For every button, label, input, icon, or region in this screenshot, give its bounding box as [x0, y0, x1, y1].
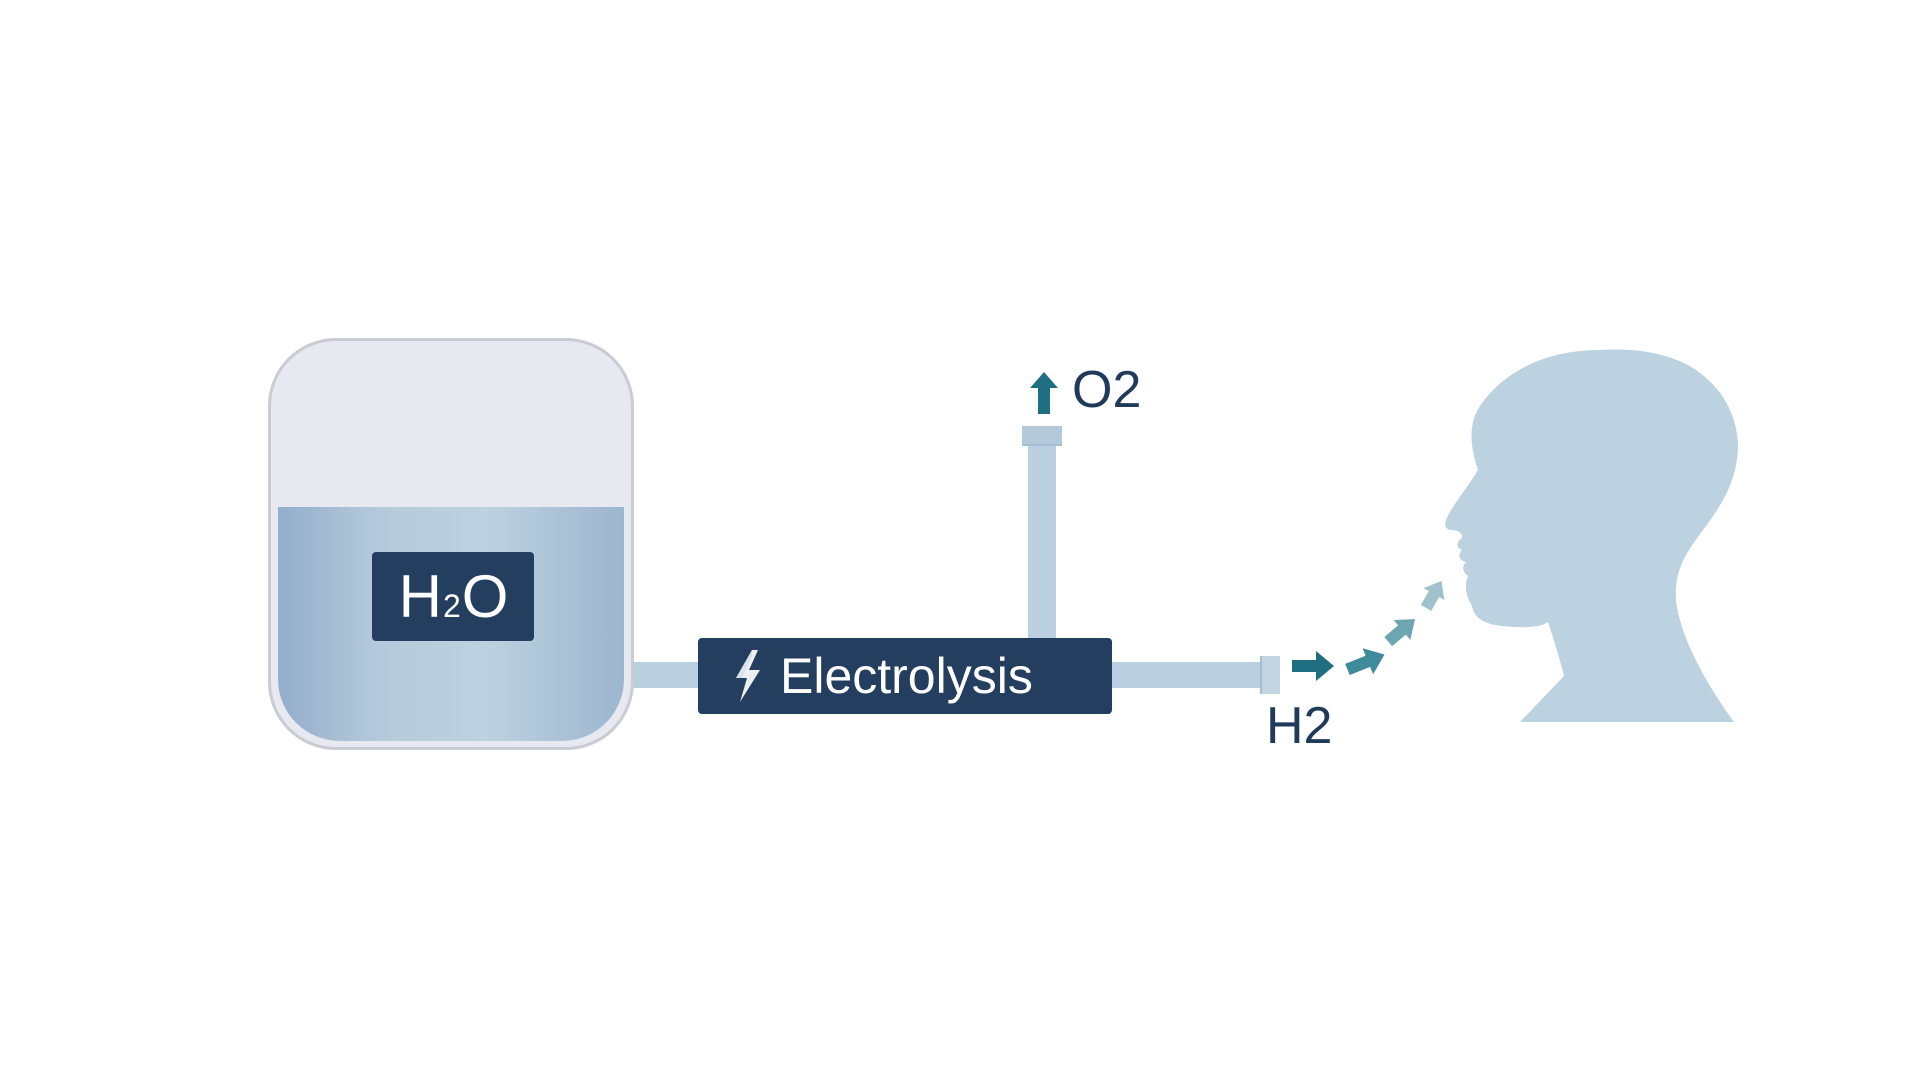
pipe-hydrogen-outlet: [1112, 662, 1260, 688]
pipe-oxygen-outlet: [1028, 440, 1056, 640]
arrow-up-icon: [1030, 372, 1058, 414]
oxygen-pipe-cap: [1022, 426, 1062, 446]
flow-arrow-4: [1420, 581, 1445, 611]
electrolysis-unit: Electrolysis: [698, 638, 1112, 714]
flow-arrow-3: [1384, 619, 1416, 647]
pipe-tank-to-electrolysis: [634, 662, 700, 688]
water-tank: [268, 338, 634, 750]
water-label-subscript: 2: [442, 588, 461, 624]
head-silhouette-icon: [1445, 349, 1738, 722]
oxygen-label: O2: [1072, 361, 1142, 419]
water-label-o: O: [461, 563, 509, 630]
lightning-bolt-icon: [736, 650, 760, 702]
water-label-h: H: [398, 563, 442, 630]
electrolysis-label: Electrolysis: [780, 648, 1033, 704]
flow-arrow-2: [1345, 648, 1385, 676]
hydrogen-label: H2: [1266, 697, 1333, 755]
arrow-right-icon: [1292, 651, 1334, 681]
hydrogen-pipe-cap: [1260, 656, 1280, 694]
hydrogen-flow-arrows: [1292, 581, 1445, 681]
